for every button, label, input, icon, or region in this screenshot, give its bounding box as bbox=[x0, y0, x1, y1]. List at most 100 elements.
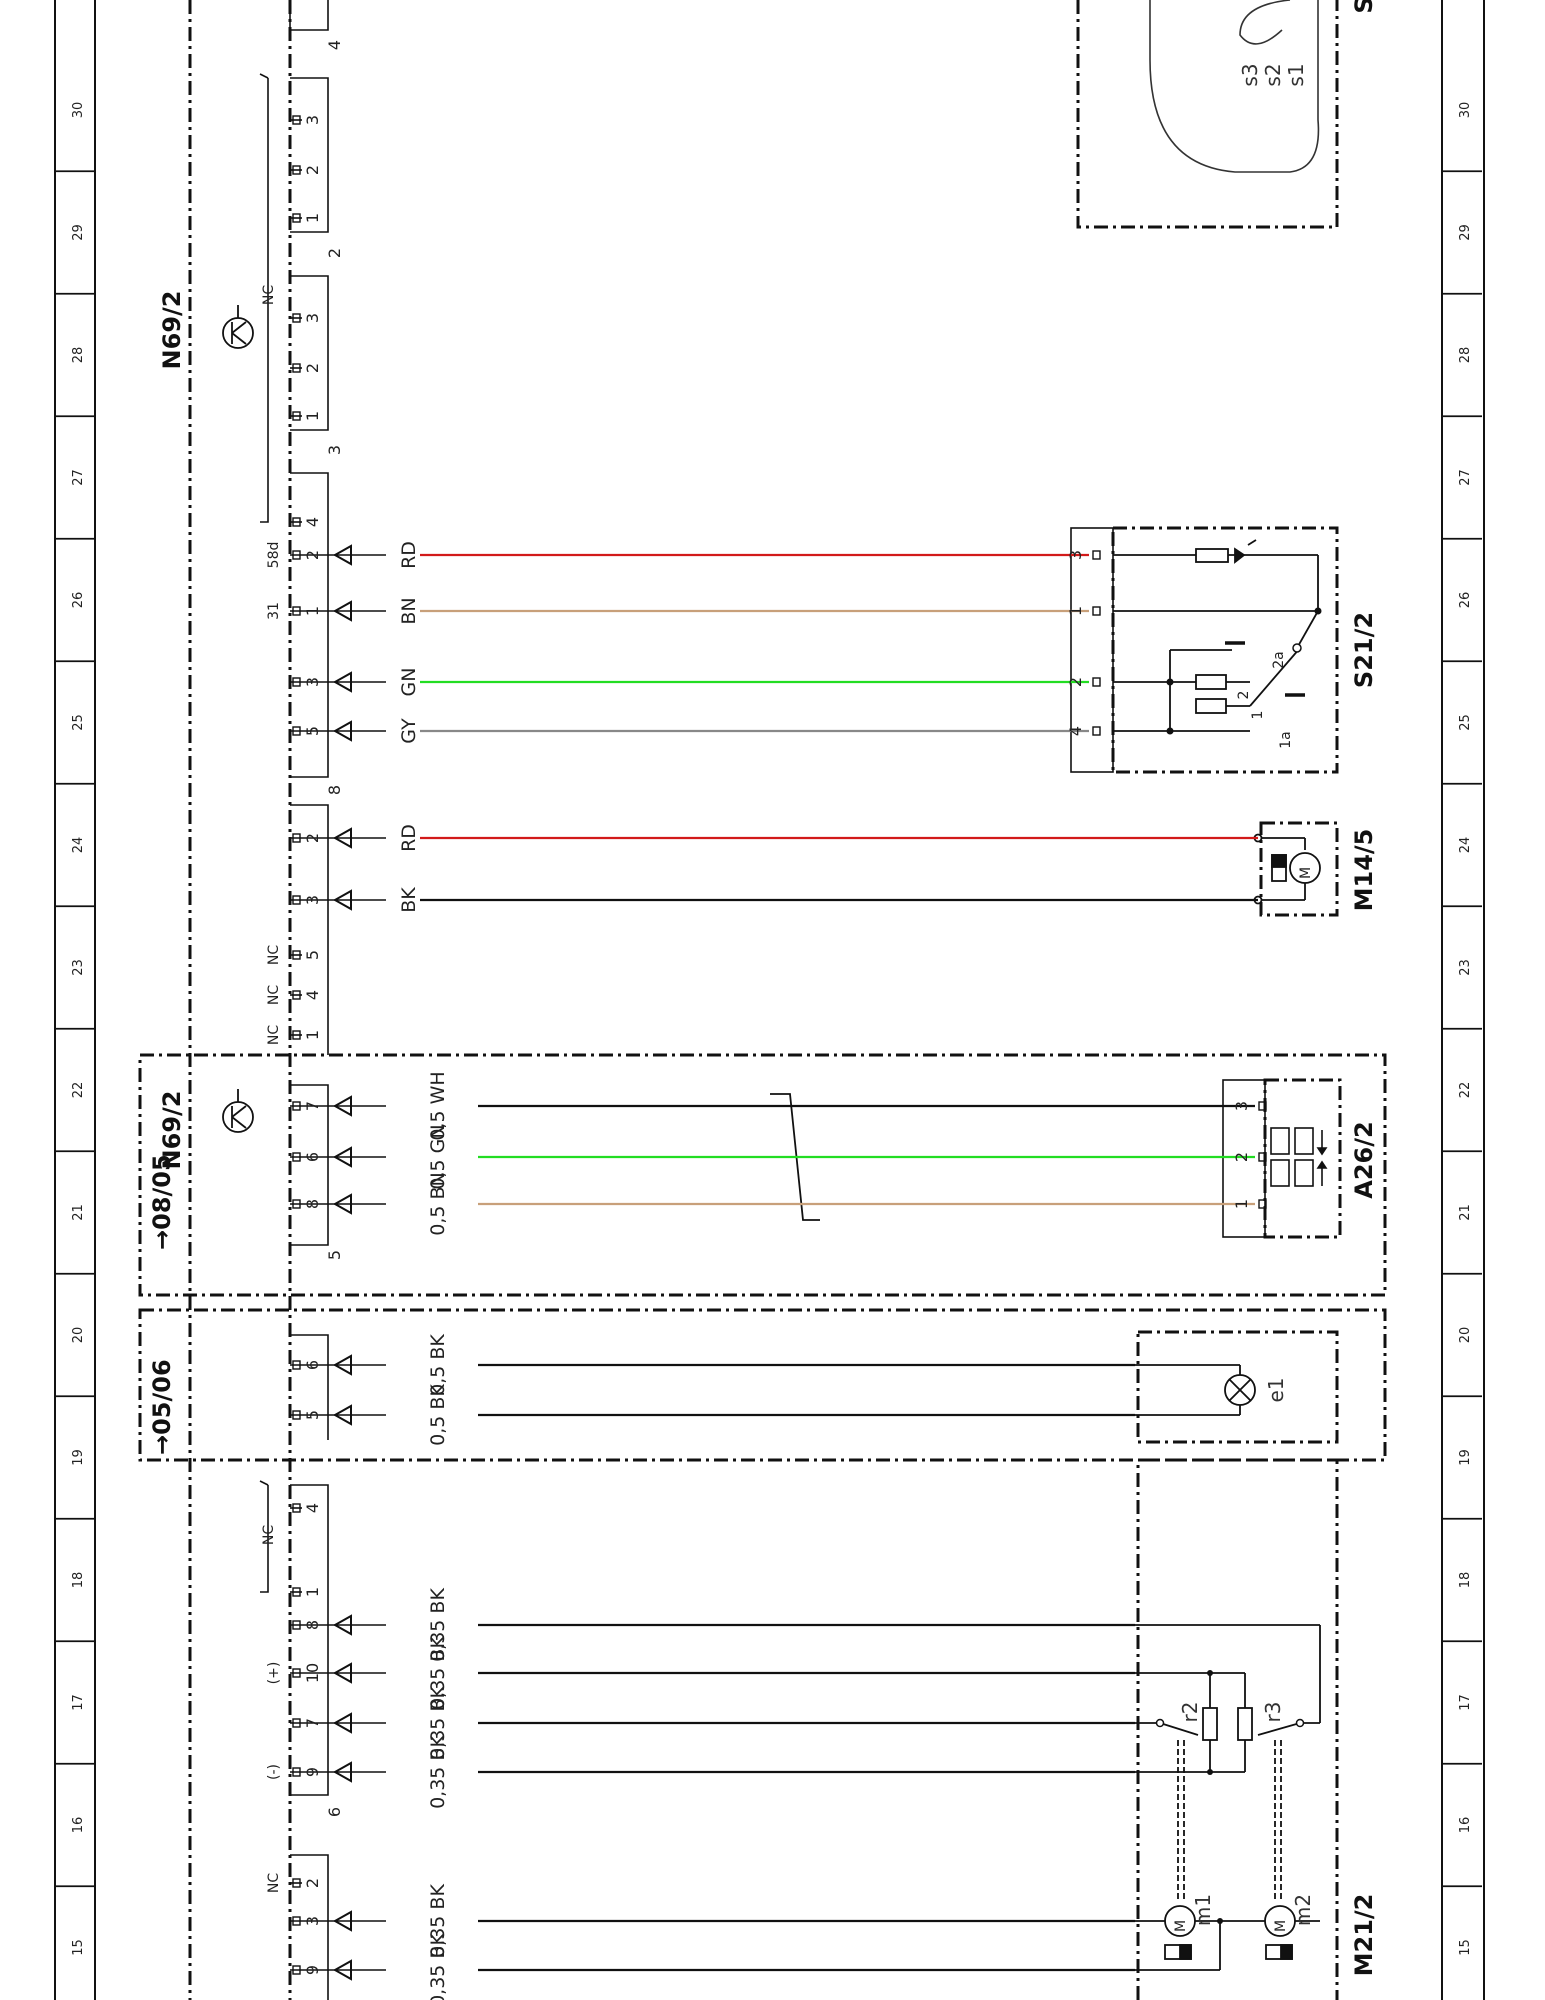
m2-label: m2 bbox=[1291, 1894, 1315, 1926]
ruler-label: 28 bbox=[1458, 347, 1473, 364]
signal-label: (-) bbox=[266, 1764, 282, 1780]
dest-pin-number: 1 bbox=[1066, 606, 1085, 616]
pin-terminal bbox=[292, 726, 301, 736]
ruler-label: 18 bbox=[1458, 1572, 1473, 1589]
connector-arrow-icon bbox=[332, 1614, 352, 1636]
m21-nodes bbox=[1155, 1670, 1305, 1924]
dest-pin-number: 4 bbox=[1066, 726, 1085, 736]
connector-arrow-icon bbox=[332, 544, 352, 566]
pin-terminal bbox=[292, 550, 301, 560]
s21-nodes bbox=[1166, 607, 1322, 735]
pin-number: 3 bbox=[303, 115, 322, 125]
e1-box bbox=[1136, 1330, 1339, 1444]
pin-terminal bbox=[292, 1620, 301, 1630]
connector-count: 5 bbox=[325, 1250, 344, 1260]
signal-label: (+) bbox=[266, 1662, 282, 1685]
s21-internal bbox=[1113, 539, 1319, 732]
switch-module-label: S bbox=[1350, 0, 1378, 14]
pin-terminal bbox=[292, 1767, 301, 1777]
date-to: 05/06 bbox=[148, 1359, 176, 1435]
pin-number: 1 bbox=[303, 411, 322, 421]
ruler-label: 25 bbox=[1458, 714, 1473, 731]
pin-number: 5 bbox=[303, 950, 322, 960]
pin-number: 3 bbox=[303, 895, 322, 905]
wire-label: BK bbox=[398, 887, 420, 913]
pin-number: 3 bbox=[303, 1916, 322, 1926]
pin-number: 4 bbox=[303, 517, 322, 527]
nc-label: NC bbox=[266, 945, 282, 965]
pin-number: 8 bbox=[303, 1199, 322, 1209]
wire-label: 0,5 BK bbox=[427, 1384, 449, 1446]
pin-terminal bbox=[292, 1878, 301, 1888]
connector-arrow-icon bbox=[332, 1959, 352, 1981]
pin-terminal bbox=[292, 1718, 301, 1728]
connector-arrow-icon bbox=[332, 1712, 352, 1734]
wire-label: 0,5 BN bbox=[427, 1172, 449, 1236]
wire-label: GY bbox=[398, 718, 420, 744]
ruler-label: 17 bbox=[71, 1694, 86, 1711]
pin-terminal bbox=[292, 677, 301, 687]
pin-number: 9 bbox=[303, 1965, 322, 1975]
m21-internal bbox=[1135, 1624, 1321, 1971]
pin-terminal bbox=[292, 411, 301, 421]
m21-box bbox=[1136, 1458, 1339, 2000]
ruler-label: 18 bbox=[71, 1572, 86, 1589]
pin-terminal bbox=[292, 1152, 301, 1162]
ruler-label: 27 bbox=[1458, 469, 1473, 486]
dest-terminal bbox=[1258, 1101, 1267, 1111]
ruler-frame bbox=[54, 0, 1485, 2000]
dest-terminal bbox=[1258, 1152, 1267, 1162]
pin-terminal bbox=[292, 606, 301, 616]
ruler-label: 16 bbox=[71, 1817, 86, 1834]
ruler-label: 20 bbox=[71, 1327, 86, 1344]
connector-arrow-icon bbox=[332, 671, 352, 693]
pin-number: 6 bbox=[303, 1360, 322, 1370]
connector-count: 8 bbox=[325, 785, 344, 795]
pin-number: 2 bbox=[303, 165, 322, 175]
svg-text:→08/05: →08/05 bbox=[148, 1154, 176, 1250]
switch-module-box bbox=[1076, 0, 1339, 229]
wire-label: RD bbox=[398, 541, 420, 569]
connector-arrow-icon bbox=[332, 1095, 352, 1117]
m21-label: M21/2 bbox=[1350, 1894, 1378, 1977]
connector-count: 6 bbox=[325, 1807, 344, 1817]
pin-number: 10 bbox=[303, 1663, 322, 1683]
connector-arrow-icon bbox=[332, 1146, 352, 1168]
pin-terminal bbox=[292, 213, 301, 223]
ruler-label: 25 bbox=[71, 714, 86, 731]
pin-terminal bbox=[292, 1410, 301, 1420]
pin-terminal bbox=[292, 165, 301, 175]
e1-label: e1 bbox=[1264, 1377, 1288, 1402]
wire-label: GN bbox=[398, 668, 420, 697]
pin-terminal bbox=[292, 313, 301, 323]
m14-label: M14/5 bbox=[1350, 829, 1378, 912]
pin-terminal bbox=[292, 1360, 301, 1370]
switch-2-label: 2 bbox=[1236, 691, 1252, 700]
dest-terminal bbox=[1092, 677, 1101, 687]
switch-2a-label: 2a bbox=[1271, 651, 1287, 669]
m1-label: m1 bbox=[1191, 1894, 1215, 1926]
nc-label: NC bbox=[261, 285, 277, 305]
a26-label: A26/2 bbox=[1350, 1121, 1378, 1198]
pin-terminal bbox=[292, 1030, 301, 1040]
connector-arrow-icon bbox=[332, 1193, 352, 1215]
nc-label: NC bbox=[266, 985, 282, 1005]
ruler-label: 20 bbox=[1458, 1327, 1473, 1344]
wire-label: 0,35 BK bbox=[427, 1686, 449, 1760]
r3-label: r3 bbox=[1261, 1702, 1285, 1723]
module-boundaries bbox=[138, 0, 1387, 2000]
pin-terminal bbox=[292, 895, 301, 905]
connector-count: 2 bbox=[325, 248, 344, 258]
dest-terminal bbox=[1092, 550, 1101, 560]
ruler-label: 21 bbox=[1458, 1204, 1473, 1221]
pin-terminal bbox=[292, 1965, 301, 1975]
pin-number: 6 bbox=[303, 1152, 322, 1162]
ruler-label: 19 bbox=[1458, 1449, 1473, 1466]
pin-terminal bbox=[292, 1587, 301, 1597]
ruler-label: 30 bbox=[71, 102, 86, 119]
pin-number: 7 bbox=[303, 1101, 322, 1111]
pin-number: 7 bbox=[303, 1718, 322, 1728]
connector-arrow-icon bbox=[332, 720, 352, 742]
pin-number: 2 bbox=[303, 833, 322, 843]
switch-module-sketch bbox=[1149, 0, 1320, 173]
